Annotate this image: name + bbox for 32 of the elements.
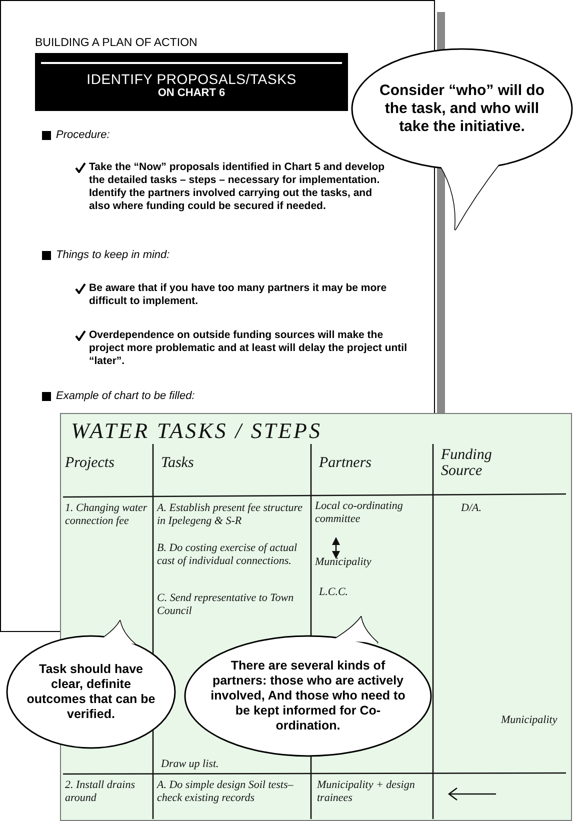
handwritten-note: Municipality xyxy=(501,714,558,727)
handwritten-note: Municipality xyxy=(315,556,427,569)
title-band xyxy=(35,53,348,111)
bubble-text: Consider “who” will do the task, and who will take the initiative. xyxy=(378,82,546,136)
handwritten-note: 2. Install drains around xyxy=(65,779,136,804)
bullet-text: Take the “Now” proposals identified in Chart 5 and develop the detailed tasks – steps – necessary for implementation. Identify the partners involved carrying out the tasks, and also where funding could be secured if needed. xyxy=(89,161,386,214)
bubble-text: Task should have clear, definite outcomes that can be verified. xyxy=(26,662,156,722)
handwritten-note: D/A. xyxy=(461,502,482,515)
chart-title: WATER TASKS / STEPS xyxy=(71,418,322,444)
section-heading: Things to keep in mind: xyxy=(56,249,171,261)
handwritten-note: Local co-ordinating committee xyxy=(315,500,427,526)
column-header: Projects xyxy=(65,456,116,472)
handwritten-note: Municipality + design trainees xyxy=(317,779,416,804)
handwritten-note: A. Establish present fee structure in Ipelegeng & S-R xyxy=(157,502,304,528)
handwritten-note: 1. Changing water connection fee xyxy=(65,502,148,528)
section-heading: Procedure: xyxy=(56,129,111,141)
column-header: Tasks xyxy=(161,456,195,472)
band-title: IDENTIFY PROPOSALS/TASKS xyxy=(86,71,298,87)
bullet-text: Overdependence on outside funding sources will make the project more problematic and at least will delay the project until “later”. xyxy=(89,329,408,368)
bubble-text: There are several kinds of partners: those who are actively involved, And those who need to be kept informed for Co-ordination. xyxy=(210,658,406,734)
handwritten-note: B. Do costing exercise of actual cast of individual connections. xyxy=(157,542,298,568)
double-arrow xyxy=(332,537,340,559)
section-heading: Example of chart to be filled: xyxy=(56,390,196,402)
column-header: Partners xyxy=(319,456,372,472)
handwritten-note: A. Do simple design Soil tests–check existing records xyxy=(157,779,294,804)
running-header: BUILDING A PLAN OF ACTION xyxy=(35,37,198,49)
band-subtitle: ON CHART 6 xyxy=(156,87,226,99)
handwritten-note: Draw up list. xyxy=(161,758,220,771)
bullet-text: Be aware that if you have too many partners it may be more difficult to implement. xyxy=(89,282,388,308)
column-header: Funding Source xyxy=(441,448,493,480)
handwritten-note: L.C.C. xyxy=(319,586,350,599)
handwritten-note: C. Send representative to Town Council xyxy=(157,592,295,618)
